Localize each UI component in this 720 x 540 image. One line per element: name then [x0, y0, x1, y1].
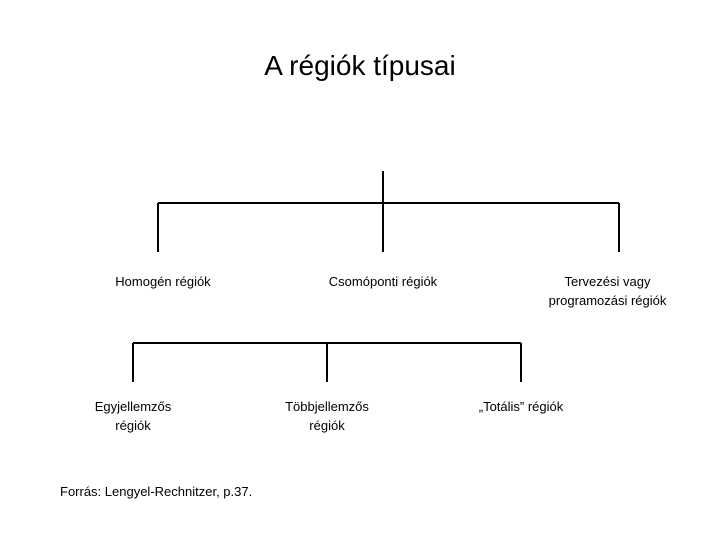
node-label-tobbjellemzos-regiok: Többjellemzős régiók: [285, 399, 369, 433]
node-label-tervezesi-programozasi-regiok: Tervezési vagy programozási régiók: [548, 274, 667, 308]
source-note: Forrás: Lengyel-Rechnitzer, p.37.: [60, 484, 253, 499]
node-label-totalis-regiok: „Totális” régiók: [478, 399, 564, 414]
node-label-homogen-regiok: Homogén régiók: [115, 274, 211, 289]
node-label-csomoponti-regiok: Csomóponti régiók: [328, 274, 438, 289]
node-label-egyjellemzos-regiok: Egyjellemzős régiók: [94, 399, 172, 433]
page-title: A régiók típusai: [264, 50, 456, 81]
